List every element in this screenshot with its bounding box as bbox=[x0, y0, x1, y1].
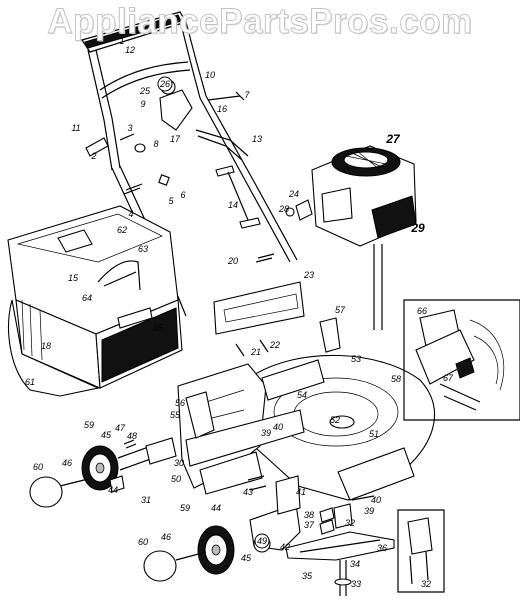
callout-59: 59 bbox=[84, 420, 94, 430]
callout-50: 50 bbox=[171, 474, 181, 484]
callout-11: 11 bbox=[71, 123, 80, 133]
callout-14: 14 bbox=[228, 200, 238, 210]
callout-32b: 32 bbox=[421, 579, 431, 589]
callout-circle-26 bbox=[157, 76, 173, 92]
callout-21: 21 bbox=[250, 347, 261, 357]
callout-25: 25 bbox=[139, 86, 151, 96]
callout-27: 27 bbox=[385, 132, 401, 146]
callout-28: 28 bbox=[278, 204, 289, 214]
callout-39b: 39 bbox=[364, 506, 374, 516]
callout-60: 60 bbox=[33, 462, 43, 472]
callout-8: 8 bbox=[153, 139, 158, 149]
callout-26: 26 bbox=[159, 79, 170, 89]
callout-57: 57 bbox=[335, 305, 346, 315]
callout-44: 44 bbox=[108, 485, 118, 495]
callout-31: 31 bbox=[141, 495, 151, 505]
callout-36: 36 bbox=[377, 543, 387, 553]
callout-18: 18 bbox=[41, 341, 51, 351]
callout-13: 13 bbox=[252, 134, 262, 144]
upper-handle bbox=[81, 11, 207, 171]
callout-65: 65 bbox=[153, 323, 164, 333]
discharge-inset bbox=[403, 299, 520, 421]
callout-15: 15 bbox=[68, 273, 79, 283]
callout-64: 64 bbox=[82, 293, 92, 303]
callout-45b: 45 bbox=[241, 553, 252, 563]
callout-20: 20 bbox=[227, 256, 238, 266]
callout-45: 45 bbox=[101, 430, 112, 440]
mower-deck bbox=[177, 354, 435, 501]
callout-62: 62 bbox=[117, 225, 127, 235]
callout-35: 35 bbox=[302, 571, 313, 581]
callout-67: 67 bbox=[443, 373, 454, 383]
callout-42: 42 bbox=[280, 542, 290, 552]
callout-34: 34 bbox=[350, 559, 360, 569]
callout-49: 49 bbox=[257, 536, 267, 546]
callout-44b: 44 bbox=[211, 503, 221, 513]
callout-48: 48 bbox=[127, 431, 137, 441]
callout-7: 7 bbox=[244, 90, 250, 100]
callout-9: 9 bbox=[140, 99, 145, 109]
callout-39: 39 bbox=[261, 428, 271, 438]
callout-22: 22 bbox=[269, 340, 280, 350]
callout-55: 55 bbox=[170, 410, 181, 420]
callout-47: 47 bbox=[115, 423, 126, 433]
callout-37: 37 bbox=[304, 520, 315, 530]
callout-54: 54 bbox=[297, 390, 307, 400]
rear-wheel bbox=[29, 437, 177, 508]
callout-33: 33 bbox=[351, 579, 361, 589]
callout-32a: 32 bbox=[345, 518, 355, 528]
callout-2: 2 bbox=[90, 151, 96, 161]
callout-46: 46 bbox=[62, 458, 72, 468]
callout-17: 17 bbox=[170, 134, 181, 144]
callout-24: 24 bbox=[288, 189, 299, 199]
blade-assembly bbox=[285, 495, 445, 596]
callout-6: 6 bbox=[180, 190, 185, 200]
callout-5: 5 bbox=[168, 196, 174, 206]
front-wheel bbox=[143, 475, 301, 582]
callout-23: 23 bbox=[303, 270, 314, 280]
callout-29: 29 bbox=[410, 221, 425, 235]
callout-51: 51 bbox=[369, 429, 379, 439]
grass-bag bbox=[7, 205, 183, 397]
callout-46b: 46 bbox=[161, 532, 171, 542]
rear-door bbox=[213, 281, 341, 357]
callout-52: 52 bbox=[330, 415, 340, 425]
callout-16: 16 bbox=[217, 104, 227, 114]
watermark: AppliancePartsPros.com bbox=[47, 2, 473, 42]
callout-10: 10 bbox=[205, 70, 215, 80]
callout-40b: 40 bbox=[371, 495, 381, 505]
callout-60b: 60 bbox=[138, 537, 148, 547]
callout-58: 58 bbox=[391, 374, 401, 384]
callout-38: 38 bbox=[304, 510, 314, 520]
callout-41: 41 bbox=[296, 487, 306, 497]
callout-30: 30 bbox=[174, 458, 184, 468]
engine bbox=[285, 145, 417, 330]
callout-66: 66 bbox=[417, 306, 427, 316]
callout-circle-49 bbox=[254, 533, 270, 549]
callout-40: 40 bbox=[273, 422, 283, 432]
callout-1: 1 bbox=[119, 36, 124, 46]
callout-53: 53 bbox=[351, 354, 361, 364]
callout-63: 63 bbox=[138, 244, 148, 254]
callout-4: 4 bbox=[128, 209, 133, 219]
callout-3: 3 bbox=[127, 123, 132, 133]
callout-43: 43 bbox=[243, 487, 253, 497]
callout-56: 56 bbox=[175, 398, 185, 408]
callout-61: 61 bbox=[25, 377, 35, 387]
callout-59b: 59 bbox=[180, 503, 190, 513]
callout-12: 12 bbox=[125, 45, 135, 55]
